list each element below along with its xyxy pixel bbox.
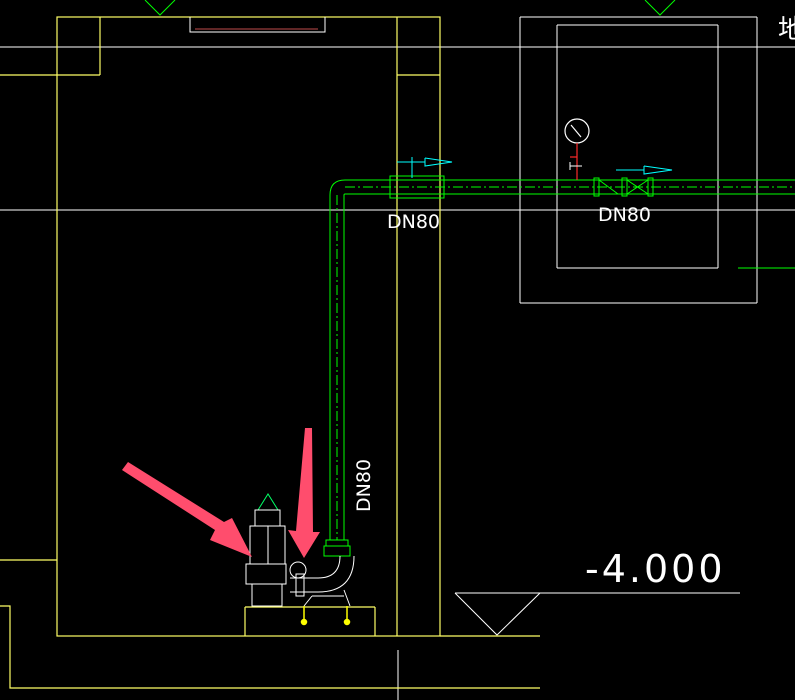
check-valve-icon bbox=[598, 179, 619, 195]
annotation-arrow-left bbox=[122, 462, 252, 557]
flow-arrow-icon bbox=[397, 157, 673, 178]
reference-lines bbox=[0, 16, 795, 700]
anchor-bolts bbox=[300, 606, 351, 626]
pump-pit-walls bbox=[0, 16, 540, 689]
annotation-arrows bbox=[122, 428, 320, 558]
pipe-label-horizontal-left: DN80 bbox=[387, 211, 440, 233]
corner-glyph: 地 bbox=[778, 15, 795, 45]
pipe-label-horizontal-right: DN80 bbox=[598, 204, 651, 226]
discharge-pipe bbox=[323, 175, 795, 557]
annotation-arrow-right bbox=[288, 428, 320, 558]
submersible-pump-icon bbox=[245, 493, 355, 607]
level-triangle-icon bbox=[144, 0, 676, 16]
pit-opening bbox=[189, 17, 326, 33]
elevation-label: -4.000 bbox=[585, 547, 726, 591]
pressure-gauge-icon bbox=[564, 118, 590, 180]
pipe-label-vertical: DN80 bbox=[353, 459, 375, 512]
